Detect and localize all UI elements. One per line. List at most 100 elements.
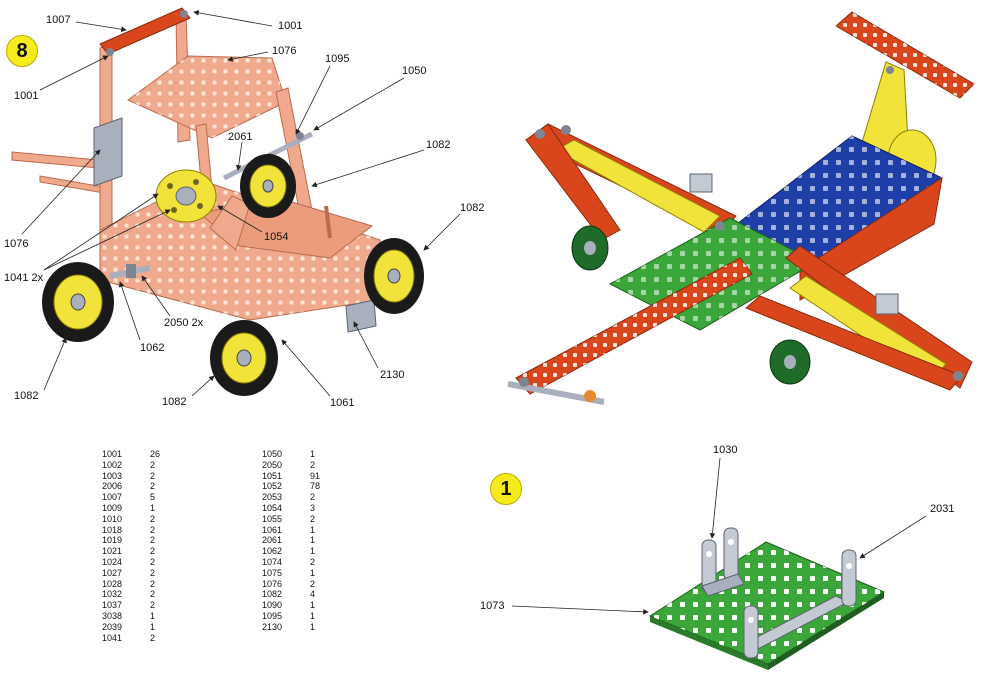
fork-carriage [93, 117, 123, 187]
part-quantity: 2 [150, 524, 156, 535]
part-code: 1010 [102, 513, 123, 524]
parts-list-row: 1001 26 [102, 449, 180, 460]
step-number-badge: 1 [490, 473, 522, 505]
part-code: 2053 [262, 492, 283, 503]
part-callout: 2050 2x [164, 317, 204, 329]
part-code: 2061 [262, 535, 283, 546]
part-quantity: 2 [150, 481, 156, 492]
steering-wheel [155, 169, 217, 223]
part-quantity: 1 [310, 610, 316, 621]
part-quantity: 2 [150, 546, 156, 557]
part-code: 1051 [262, 470, 283, 481]
parts-list-row: 1055 2 [262, 514, 340, 525]
part-code: 1074 [262, 556, 283, 567]
forklift-leader-lines [21, 10, 461, 397]
part-quantity: 2 [150, 567, 156, 578]
parts-list-row: 1074 2 [262, 557, 340, 568]
part-code: 1003 [102, 470, 123, 481]
part-quantity: 78 [310, 481, 321, 492]
part-code: 1054 [262, 502, 283, 513]
part-code: 1001 [102, 449, 123, 459]
part-code: 1019 [102, 535, 123, 546]
base-plate-model [648, 527, 886, 670]
part-quantity: 1 [150, 502, 156, 513]
part-quantity: 1 [310, 535, 316, 546]
part-quantity: 3 [310, 502, 316, 513]
part-callout: 1007 [46, 14, 71, 26]
part-callout: 1041 2x [4, 272, 44, 284]
bracket-1030 [701, 527, 745, 597]
part-callout: 1073 [480, 600, 505, 612]
part-code: 1076 [262, 578, 283, 589]
parts-list-row: 2006 2 [102, 481, 180, 492]
part-code: 1050 [262, 449, 283, 459]
part-quantity: 2 [310, 556, 316, 567]
parts-list-row: 2039 1 [102, 622, 180, 633]
part-code: 1032 [102, 589, 123, 600]
parts-list-row: 1003 2 [102, 471, 180, 482]
left-wing-yellow [554, 139, 721, 233]
forklift-model [11, 7, 424, 396]
part-code: 1055 [262, 513, 283, 524]
part-quantity: 1 [310, 546, 316, 557]
part-quantity: 2 [150, 513, 156, 524]
part-quantity: 26 [150, 449, 161, 459]
parts-list-row: 2061 1 [262, 535, 340, 546]
part-code: 1075 [262, 567, 283, 578]
part-callout: 1082 [426, 139, 451, 151]
parts-list-row: 1082 4 [262, 589, 340, 600]
bracket-front [743, 605, 759, 659]
part-code: 2039 [102, 621, 123, 632]
parts-list-row: 1027 2 [102, 568, 180, 579]
part-quantity: 2 [150, 632, 156, 643]
part-code: 2006 [102, 481, 123, 492]
part-code: 1007 [102, 492, 123, 503]
part-callout: 1001 [14, 90, 39, 102]
part-quantity: 2 [150, 600, 156, 611]
wheel-front-right [210, 320, 278, 396]
part-quantity: 2 [310, 459, 316, 470]
step-number-badge: 8 [6, 35, 38, 67]
part-code: 1002 [102, 459, 123, 470]
part-code: 1027 [102, 567, 123, 578]
part-callout: 1082 [162, 396, 187, 408]
part-quantity: 2 [310, 513, 316, 524]
rear-bracket [345, 299, 377, 333]
part-quantity: 4 [310, 589, 316, 600]
parts-list-row: 1019 2 [102, 535, 180, 546]
parts-list-row: 1052 78 [262, 481, 340, 492]
part-quantity: 2 [150, 470, 156, 481]
part-quantity: 2 [150, 535, 156, 546]
part-callout: 1082 [14, 390, 39, 402]
part-code: 1052 [262, 481, 283, 492]
parts-list-row: 2050 2 [262, 460, 340, 471]
part-code: 3038 [102, 610, 123, 621]
parts-list-row: 1054 3 [262, 503, 340, 514]
part-callout: 1054 [264, 231, 289, 243]
part-code: 1082 [262, 589, 283, 600]
part-code: 2050 [262, 459, 283, 470]
part-callout: 2031 [930, 503, 955, 515]
part-quantity: 1 [310, 567, 316, 578]
part-code: 1024 [102, 556, 123, 567]
part-code: 1061 [262, 524, 283, 535]
part-callout: 1062 [140, 342, 165, 354]
part-callout: 2130 [380, 369, 405, 381]
part-quantity: 1 [150, 621, 156, 632]
part-quantity: 2 [150, 556, 156, 567]
part-code: 1090 [262, 600, 283, 611]
part-quantity: 2 [150, 589, 156, 600]
